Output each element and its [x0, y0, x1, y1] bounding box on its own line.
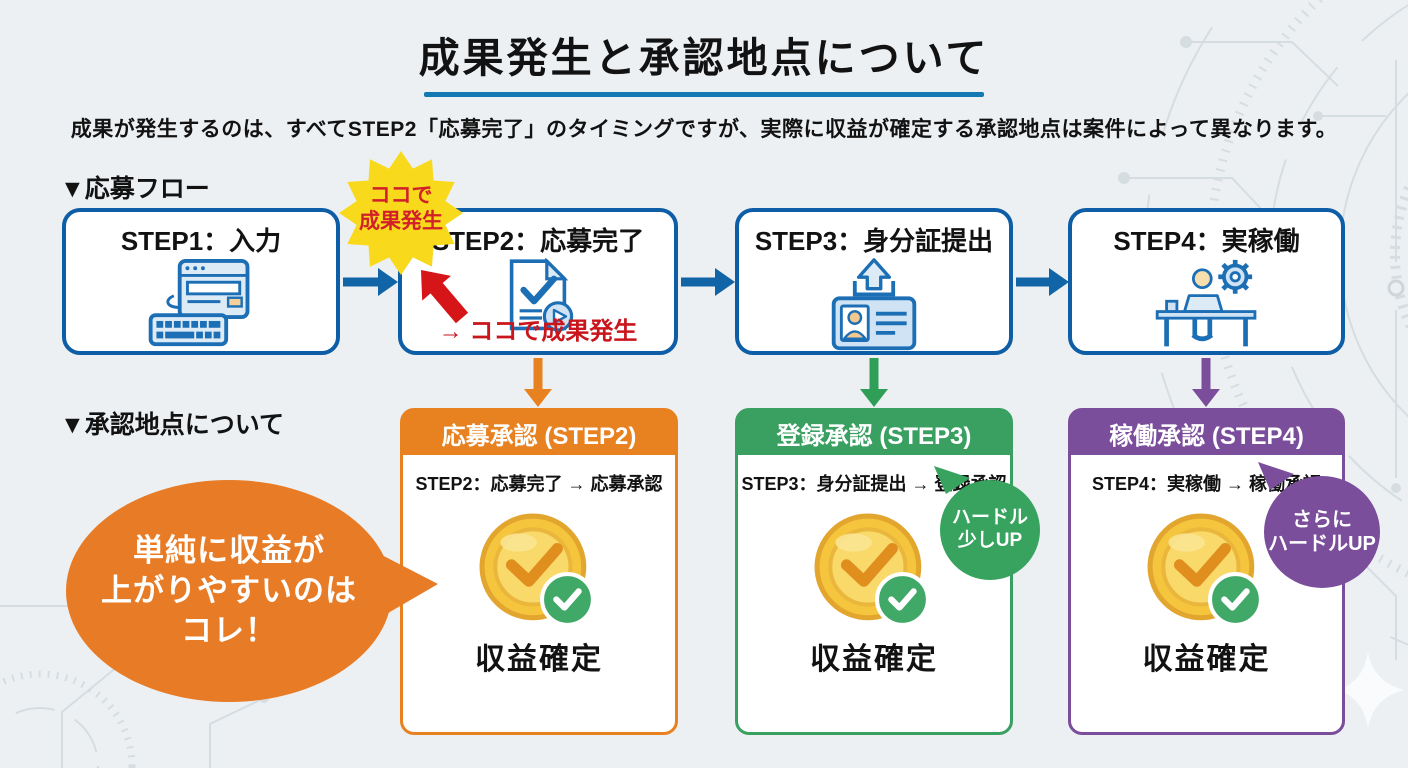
hurdle-badge-step3: ハードル 少しUP: [934, 466, 1040, 580]
card-step3-result: 収益確定: [810, 643, 938, 676]
person-working-desk-icon: [1145, 258, 1269, 352]
page-subtitle: 成果が発生するのは、すべてSTEP2「応募完了」のタイミングですが、実際に収益が…: [70, 118, 1338, 141]
card-step4-header: 稼働承認 (STEP4): [1071, 411, 1342, 455]
badge-step4-line1: さらに: [1292, 509, 1352, 531]
down-arrows: [524, 358, 1220, 407]
flow-section-label: ▼応募フロー: [60, 175, 210, 203]
step4-box: STEP4：実稼働: [1068, 208, 1345, 355]
step4-title: STEP4：実稼働: [1113, 226, 1300, 256]
card-step4-result: 収益確定: [1142, 643, 1271, 676]
burst-label: ココで 成果発生: [339, 183, 463, 236]
card-step2-result: 収益確定: [475, 643, 603, 676]
callout-line1: 単純に収益が: [133, 532, 325, 568]
burst-line2: 成果発生: [359, 210, 443, 234]
step2-title: STEP2：応募完了: [431, 226, 645, 256]
browser-keyboard-icon: [142, 258, 260, 351]
callout-line2: 上がりやすいのは: [101, 572, 357, 608]
badge-step4-line2: ハードルUP: [1268, 533, 1376, 555]
burst-line1: ココで: [369, 184, 433, 207]
id-card-upload-icon: [816, 258, 932, 354]
card-step3-header: 登録承認 (STEP3): [738, 411, 1010, 455]
card-step2-header: 応募承認 (STEP2): [403, 411, 675, 455]
badge-step3-line1: ハードル: [951, 507, 1028, 529]
card-step2-transition: STEP2：応募完了 → 応募承認: [415, 474, 663, 494]
approval-section-label: ▼承認地点について: [60, 411, 284, 439]
callout-bubble: 単純に収益が 上がりやすいのは コレ！: [66, 480, 392, 702]
step1-title: STEP1：入力: [120, 226, 282, 256]
step3-box: STEP3：身分証提出: [735, 208, 1013, 355]
badge-step3-line2: 少しUP: [957, 530, 1023, 551]
step2-result-note: → ココで成果発生: [438, 318, 638, 345]
coin-check-icon: [403, 510, 675, 632]
step3-title: STEP3：身分証提出: [754, 226, 994, 256]
coin-check-icon: [738, 510, 1010, 632]
page-title: 成果発生と承認地点について: [418, 35, 990, 81]
approval-card-step2: 応募承認 (STEP2) STEP2：応募完了 → 応募承認 収益確定: [400, 408, 678, 735]
step1-box: STEP1：入力: [62, 208, 340, 355]
application-document-check-icon: [493, 258, 583, 364]
title-underline: [424, 92, 984, 97]
hurdle-badge-step4: さらに ハードルUP: [1258, 462, 1380, 588]
callout-line3: コレ！: [181, 613, 277, 649]
